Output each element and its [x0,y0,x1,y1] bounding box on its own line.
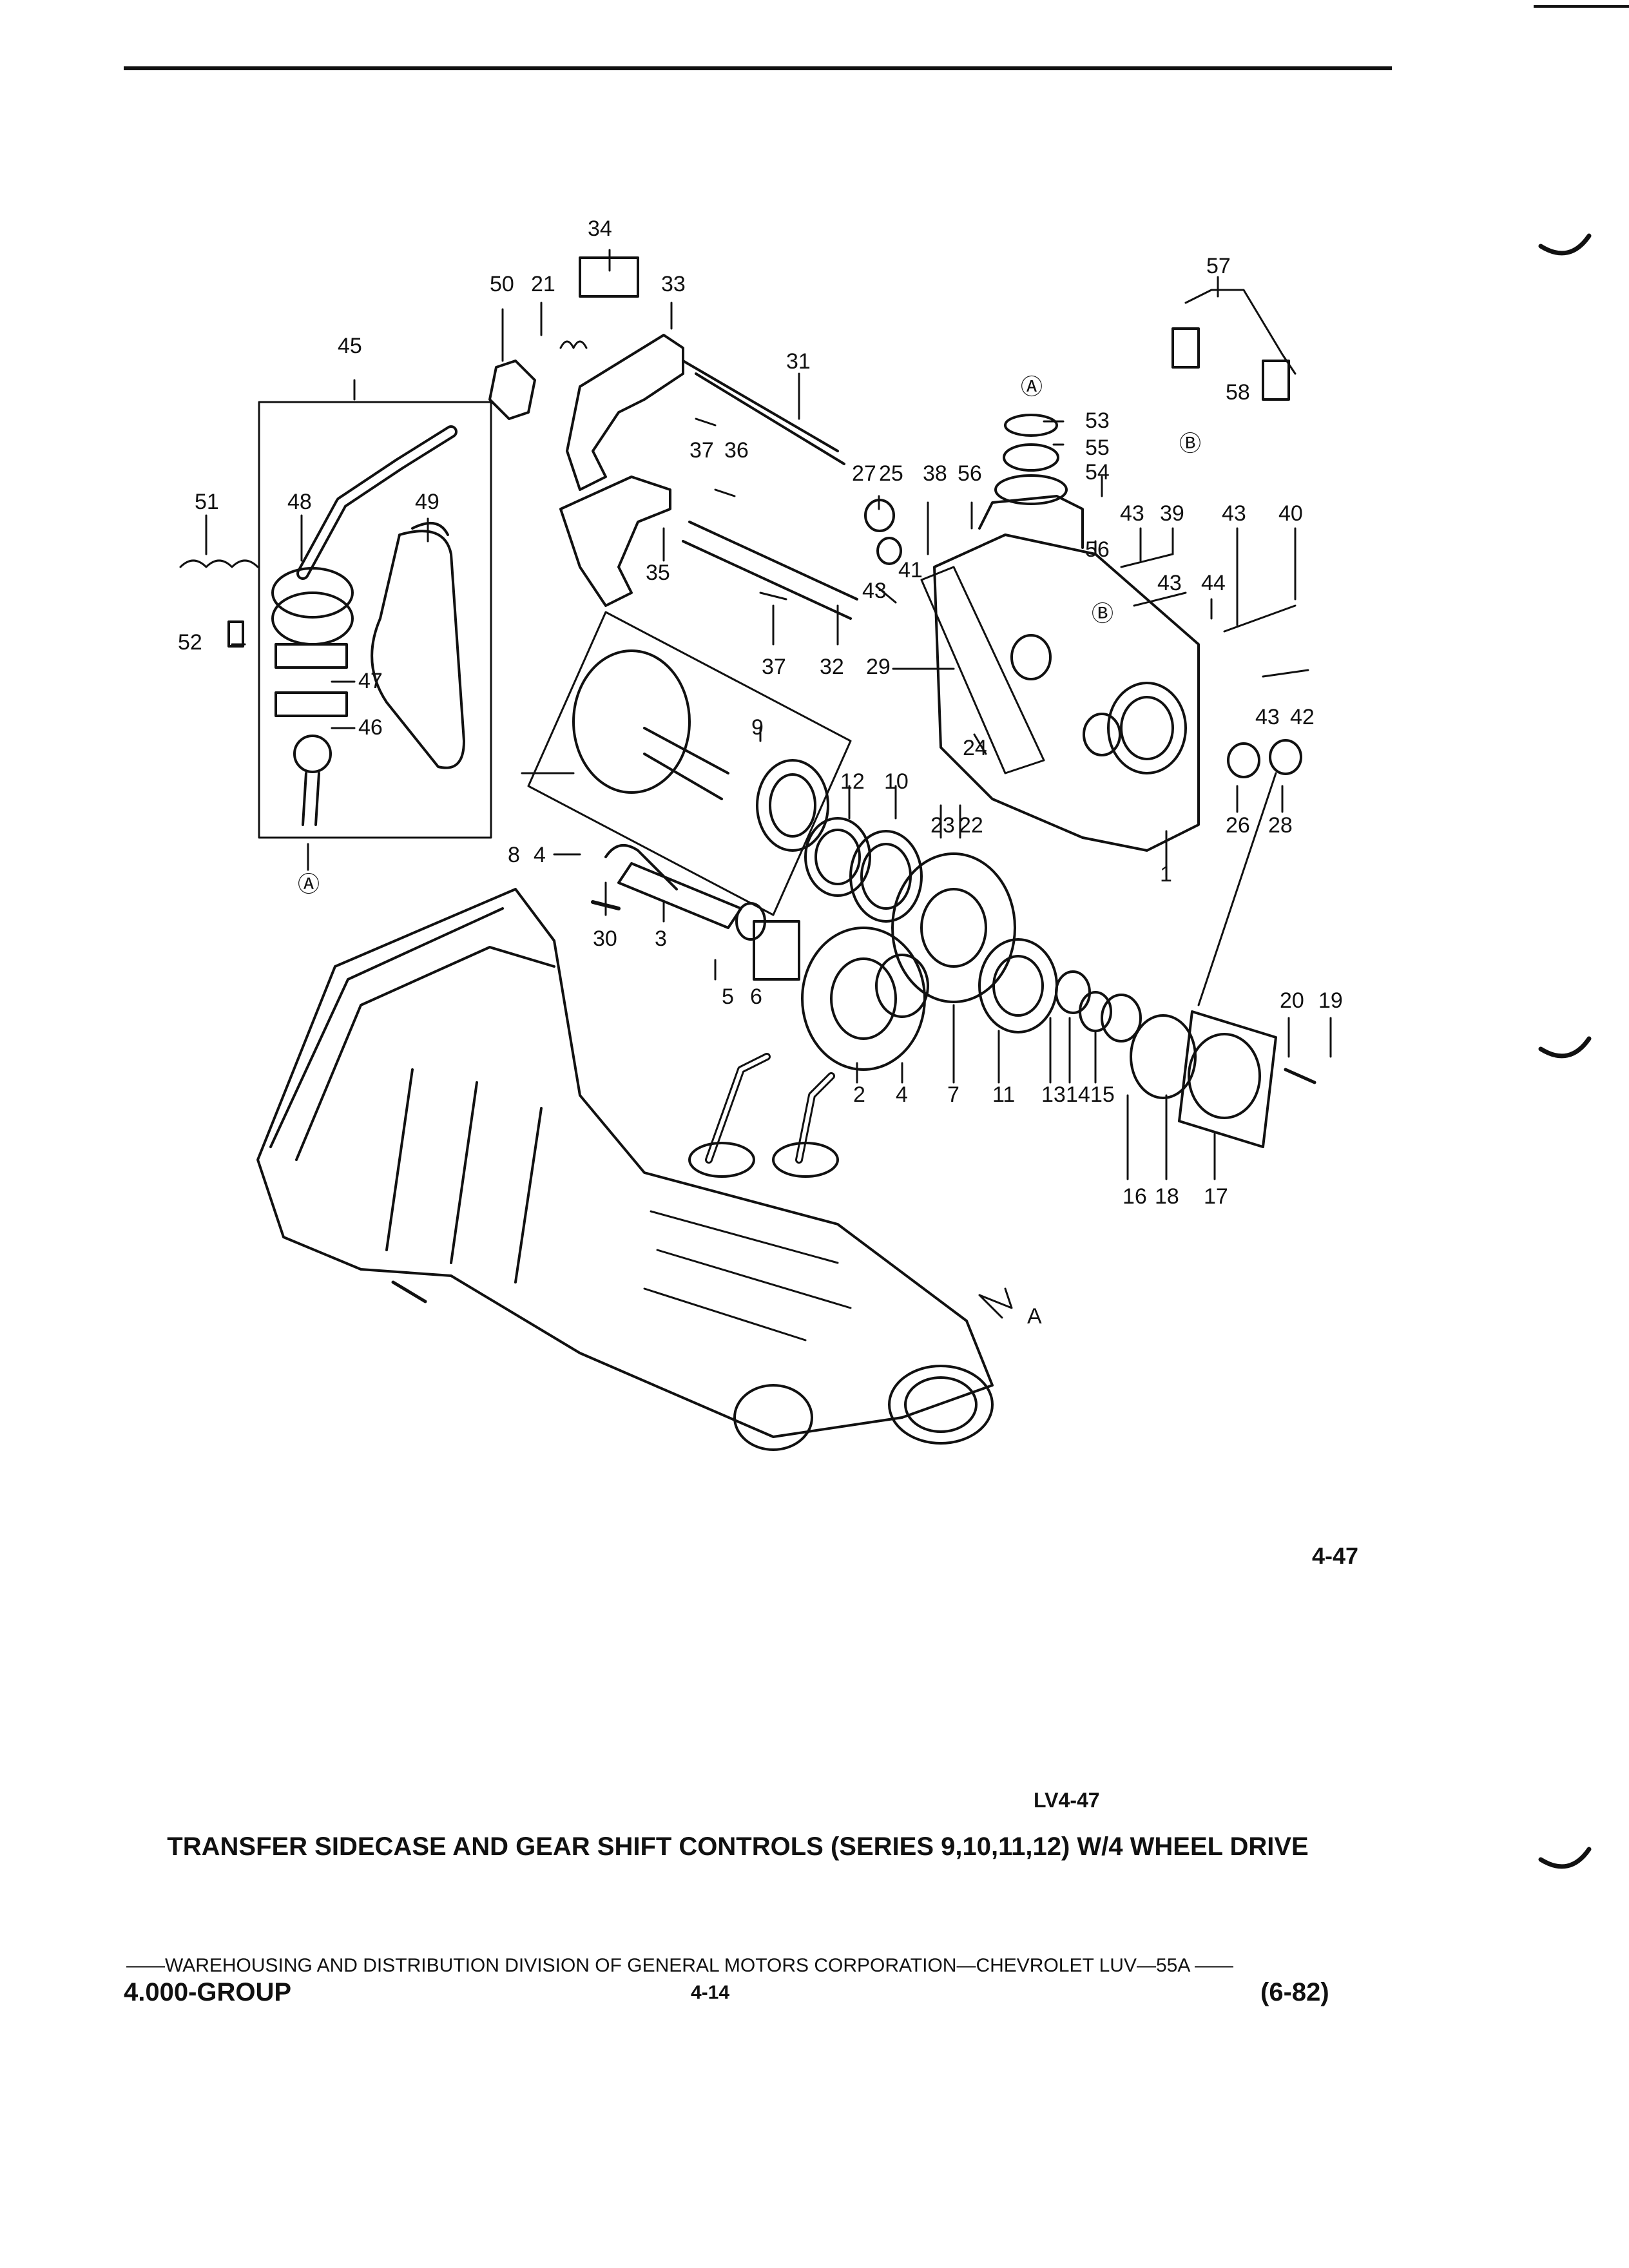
callout-8: 8 [508,843,520,867]
callout-58: 58 [1226,380,1250,405]
callout-55: 55 [1085,436,1110,460]
distribution-line: ——WAREHOUSING AND DISTRIBUTION DIVISION … [126,1955,1234,1976]
callout-19: 19 [1318,988,1343,1013]
callout-7: 7 [947,1082,959,1107]
callout-34: 34 [588,216,612,241]
callout-43-e: 43 [1255,705,1280,729]
callout-44: 44 [1201,571,1226,595]
transmission-housing-group [256,888,1013,1451]
callout-57: 57 [1206,254,1231,278]
callout-4-upper: 4 [534,843,546,867]
callout-27: 27 [852,461,876,486]
callout-32: 32 [820,655,844,679]
callout-24: 24 [963,736,987,760]
callout-38: 38 [923,461,947,486]
callout-22: 22 [959,813,983,838]
callout-33: 33 [661,272,686,296]
leader-lines [205,249,1332,1180]
callout-25: 25 [879,461,903,486]
callout-40: 40 [1278,501,1303,526]
callout-43-d: 43 [1157,571,1182,595]
callout-56-upper: 56 [958,461,982,486]
callout-17: 17 [1204,1184,1228,1209]
group-number: 4.000-GROUP [124,1978,292,2006]
callout-11: 11 [992,1082,1016,1107]
shift-forks-group [488,256,858,620]
binding-mark-middle [1538,1036,1592,1059]
callout-53: 53 [1085,408,1110,433]
callout-30: 30 [593,927,617,951]
callout-36: 36 [724,438,749,463]
callout-a-arrow: A [1027,1304,1042,1329]
callout-46: 46 [358,715,383,740]
callout-13: 13 [1041,1082,1066,1107]
callout-37-upper: 37 [689,438,714,463]
callout-23: 23 [930,813,955,838]
page-number: 4-14 [691,1982,730,2003]
callout-50: 50 [490,272,514,296]
callout-35: 35 [646,561,670,585]
callout-54: 54 [1085,460,1110,485]
transfer-sidecase-group [864,289,1309,1006]
callout-18: 18 [1155,1184,1179,1209]
callout-49: 49 [415,490,439,514]
callout-43-b: 43 [1222,501,1246,526]
callout-48: 48 [287,490,312,514]
callout-1: 1 [1160,862,1172,887]
callout-6: 6 [750,985,762,1009]
revision-date: (6-82) [1260,1978,1329,2006]
callout-56-lower: 56 [1085,537,1110,562]
corner-rule [1534,5,1629,8]
callout-51: 51 [195,490,219,514]
page-title: TRANSFER SIDECASE AND GEAR SHIFT CONTROL… [167,1832,1309,1861]
callout-b-mid: Ⓑ [1092,602,1113,626]
callout-37-lower: 37 [762,655,786,679]
callout-12: 12 [840,769,865,794]
callout-43-c: 43 [862,579,887,603]
callout-43-a: 43 [1120,501,1144,526]
callout-45: 45 [338,334,362,358]
shift-lever-group [179,401,492,839]
callout-39: 39 [1160,501,1184,526]
callout-21: 21 [531,272,555,296]
binding-mark-top [1538,233,1592,256]
callout-20: 20 [1280,988,1304,1013]
top-rule [124,66,1392,70]
countershaft-assembly-group [527,611,1316,1148]
callout-14: 14 [1066,1082,1090,1107]
callout-28: 28 [1268,813,1293,838]
callout-29: 29 [866,655,891,679]
callout-41: 41 [898,558,923,582]
callout-52: 52 [178,630,202,655]
reference-code: LV4-47 [1034,1789,1100,1812]
callout-31: 31 [786,349,811,374]
callout-a-bottom: Ⓐ [298,872,320,897]
callout-5: 5 [722,985,734,1009]
callout-a-top: Ⓐ [1021,375,1043,399]
callout-9: 9 [751,715,764,740]
callout-15: 15 [1090,1082,1115,1107]
callout-3: 3 [655,927,667,951]
callout-47: 47 [358,669,383,693]
binding-mark-bottom [1538,1847,1592,1869]
callout-4-lower: 4 [896,1082,908,1107]
callout-b-top: Ⓑ [1179,432,1201,456]
callout-2: 2 [853,1082,865,1107]
callout-10: 10 [884,769,909,794]
callout-16: 16 [1123,1184,1147,1209]
callout-42: 42 [1290,705,1315,729]
figure-number: 4-47 [1312,1542,1359,1569]
callout-26: 26 [1226,813,1250,838]
